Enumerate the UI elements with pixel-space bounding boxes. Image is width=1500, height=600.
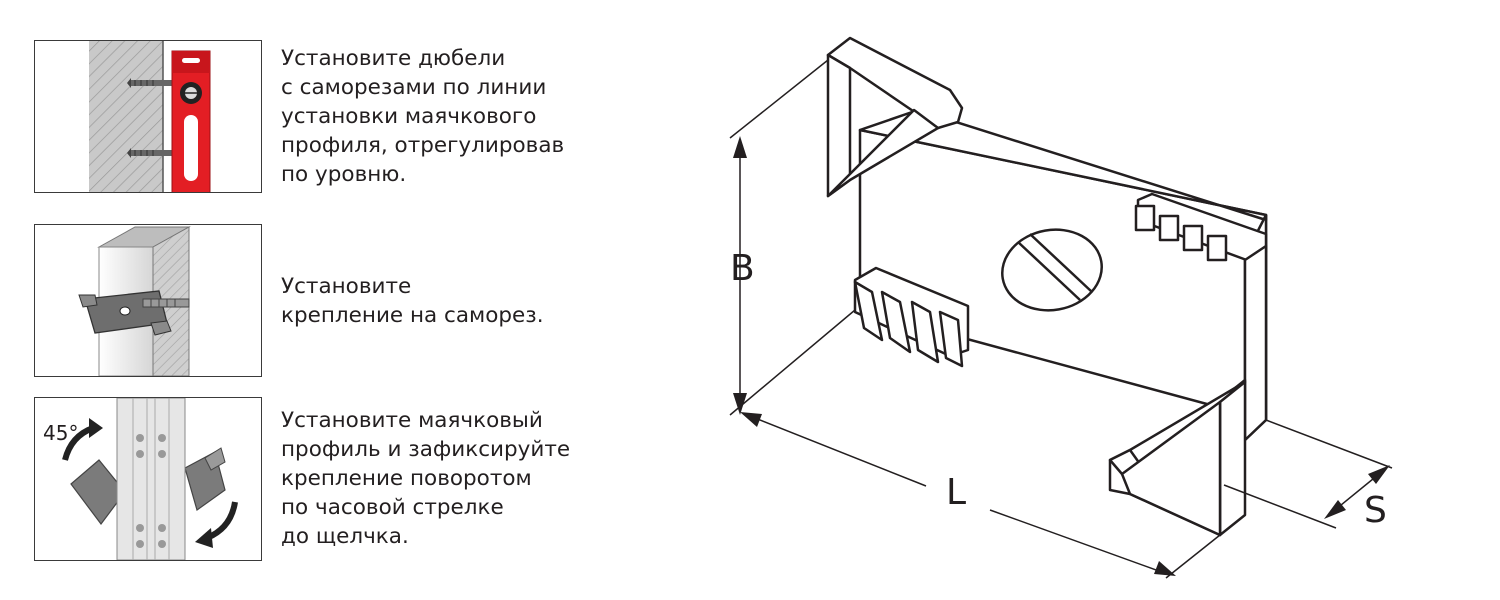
main-plate (858, 108, 1268, 442)
dowel-screw-top (127, 78, 173, 88)
step-3-illustration: 45° (34, 397, 262, 561)
dimension-label-l: L (946, 472, 967, 513)
spirit-level (171, 50, 211, 192)
bottom-right-hook (1108, 380, 1247, 537)
bracket-plate (78, 290, 172, 336)
dimension-label-b: B (730, 248, 755, 289)
beacon-profile (116, 398, 186, 560)
wall-section (89, 41, 164, 192)
top-left-hook (826, 36, 964, 198)
step-1-text: Установите дюбели с саморезами по линии … (281, 46, 565, 187)
bracket-dimension-diagram (729, 36, 1393, 579)
dowel-screw-bottom (127, 148, 173, 158)
dim-l-arrow-right-icon (1154, 561, 1176, 576)
right-leg (1218, 244, 1268, 537)
step-3-text: Установите маячковый профиль и зафиксиру… (281, 408, 571, 549)
screw (142, 298, 190, 308)
step-2-text: Установите крепление на саморез. (281, 274, 544, 328)
dim-s-ext-b (1223, 484, 1337, 529)
dim-b-arrow-bottom-icon (733, 393, 747, 415)
step-1-illustration (34, 40, 262, 193)
left-teeth (853, 266, 970, 368)
dim-l-line-b (989, 509, 1171, 576)
dim-l-ext-right (1165, 534, 1221, 579)
rotate-arrow-bottom-icon (195, 501, 238, 548)
dim-l-arrow-left-icon (740, 412, 762, 427)
dim-s-ext-a (1265, 419, 1393, 469)
dim-b-arrow-top-icon (733, 136, 747, 158)
bracket-rotated (70, 447, 226, 525)
dim-s-arrow-up-icon (1368, 465, 1390, 484)
dim-l-line-a (749, 415, 927, 487)
dimension-label-s: S (1364, 490, 1387, 531)
angle-label: 45° (43, 421, 78, 445)
dim-b-ext-top (729, 59, 829, 139)
step-2-illustration (34, 224, 262, 377)
dim-b-ext-bottom (729, 309, 856, 416)
rotate-arrow-top-icon (62, 418, 103, 461)
dim-s-arrow-down-icon (1324, 500, 1346, 519)
